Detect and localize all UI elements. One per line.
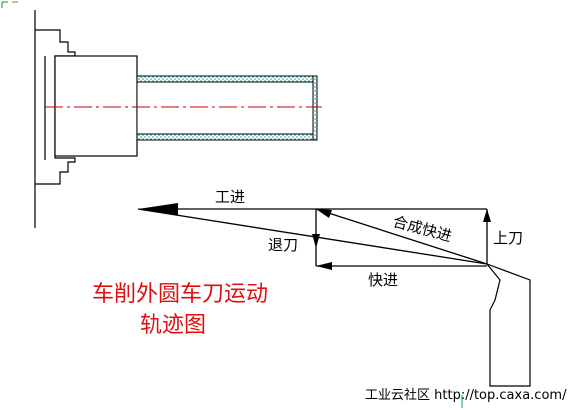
workpiece-shoulder	[54, 55, 138, 157]
combined-fast-feed-path	[315, 208, 488, 265]
tool-up-arrow	[483, 209, 491, 222]
fast-feed-arrow	[316, 262, 332, 270]
workpiece-turned-section	[136, 75, 318, 141]
label-feed: 工进	[215, 188, 245, 206]
cutting-tool	[486, 263, 531, 387]
label-combined-fast-feed: 合成快进	[391, 212, 454, 245]
path-arrows	[138, 203, 491, 270]
retract-arrow	[312, 234, 320, 248]
return-diagonal-path	[137, 208, 488, 265]
feed-arrow	[138, 203, 178, 215]
diagram-title-line1: 车削外圆车刀运动	[92, 282, 268, 307]
combined-feed-arrow	[316, 209, 332, 218]
label-fast-feed: 快进	[368, 271, 398, 289]
watermark-text: 工业云社区 http://top.caxa.com/	[365, 387, 567, 403]
label-tool-up: 上刀	[493, 229, 523, 247]
corner-marks	[1, 1, 18, 8]
diagram-title-line2: 轨迹图	[140, 313, 206, 338]
label-retract: 退刀	[268, 236, 298, 254]
